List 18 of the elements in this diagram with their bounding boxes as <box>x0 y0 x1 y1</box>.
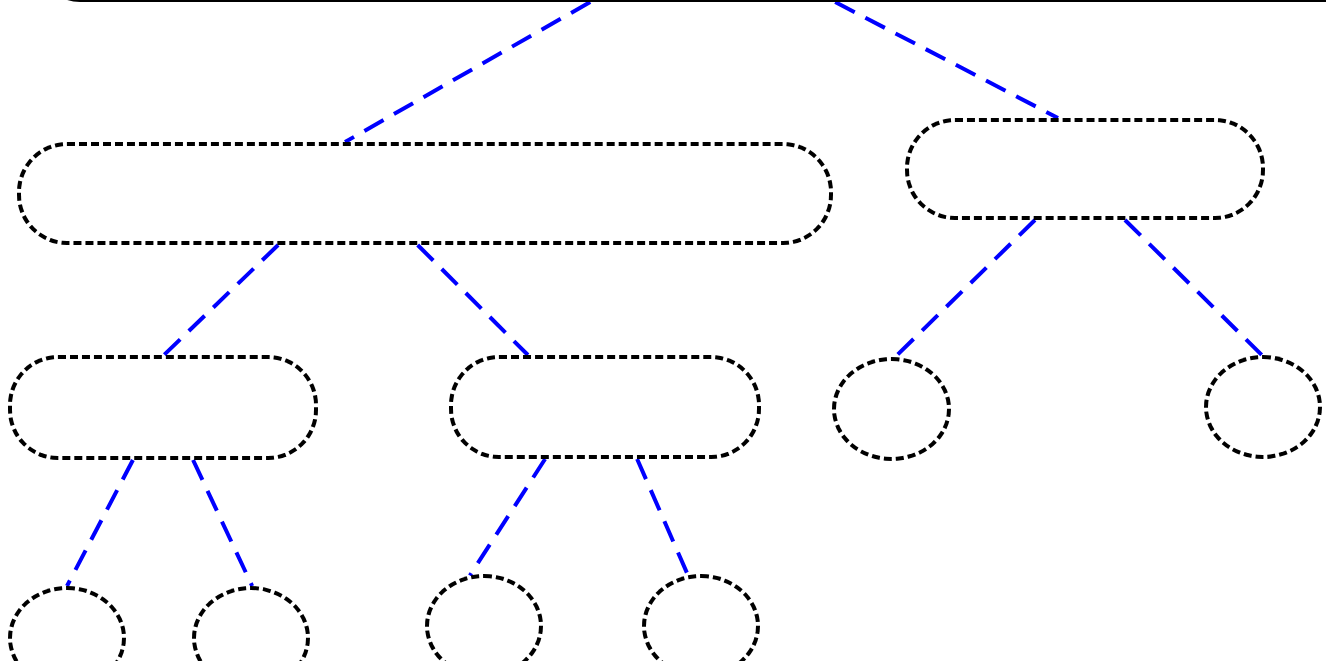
connector-line <box>344 0 592 144</box>
dashed-circle <box>192 586 310 661</box>
dashed-circle <box>642 574 760 661</box>
dashed-capsule <box>8 355 318 460</box>
connector-line <box>191 459 254 587</box>
connector-line <box>468 457 547 577</box>
connector-line <box>65 459 135 587</box>
dashed-circle <box>1204 355 1322 459</box>
connector-line <box>834 0 1059 120</box>
connector-line <box>1123 218 1264 357</box>
dashed-circle <box>425 574 543 661</box>
connector-line <box>416 243 530 357</box>
dashed-circle <box>832 357 951 461</box>
dashed-capsule <box>17 142 833 245</box>
dashed-circle <box>8 586 126 661</box>
dashed-capsule <box>905 118 1265 220</box>
dashed-capsule <box>449 355 761 459</box>
connector-line <box>162 243 280 357</box>
